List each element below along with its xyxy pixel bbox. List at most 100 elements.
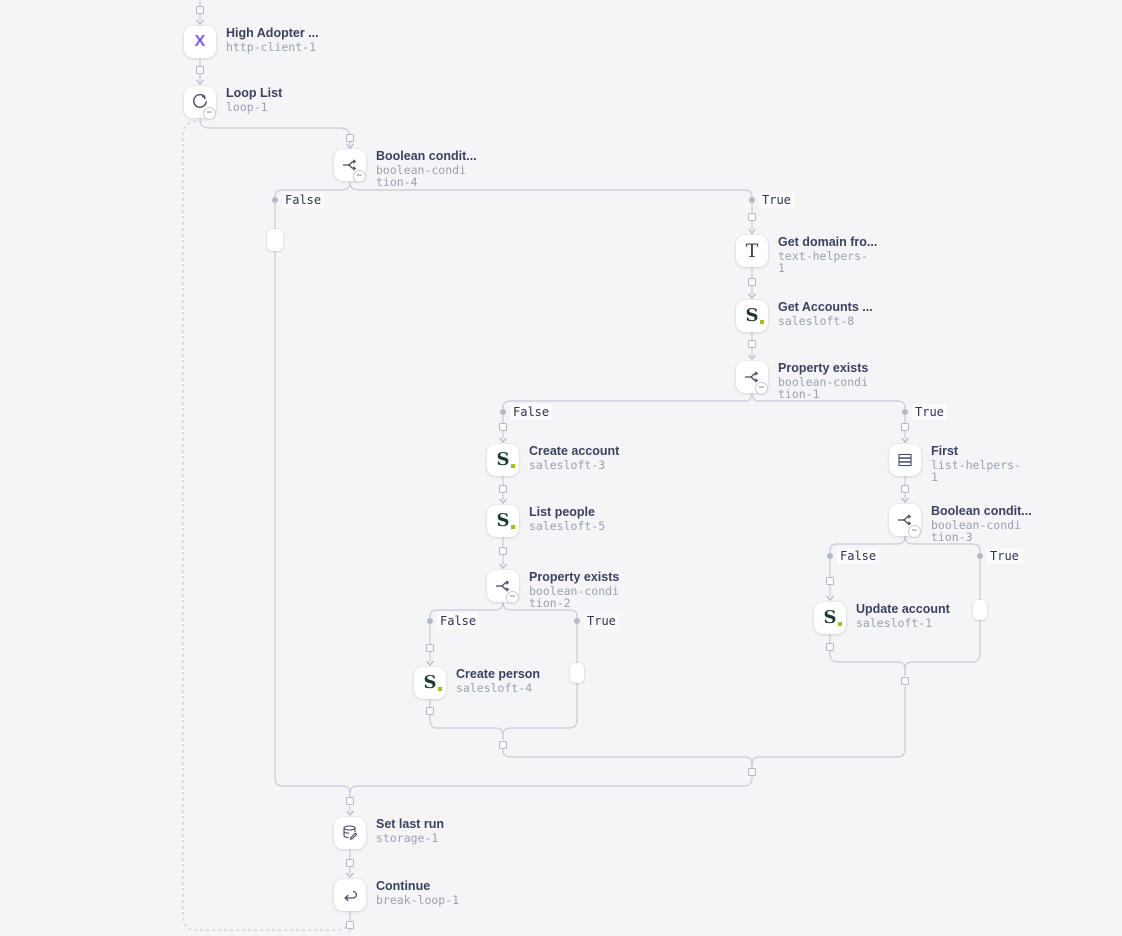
- salesloft-icon: S: [736, 300, 768, 332]
- node-boolean-condition-1[interactable]: − Property exists boolean-condi tion-1: [736, 361, 868, 400]
- add-node-handle[interactable]: [346, 859, 354, 867]
- node-subtitle: loop-1: [226, 100, 268, 114]
- add-node-handle[interactable]: [426, 707, 434, 715]
- salesloft-icon: S: [487, 505, 519, 537]
- branch-label-false: False: [437, 613, 480, 629]
- s-glyph: S: [824, 609, 842, 627]
- collapse-badge[interactable]: −: [506, 591, 519, 604]
- s-glyph: S: [424, 674, 442, 692]
- add-node-handle[interactable]: [499, 485, 507, 493]
- add-node-handle[interactable]: [346, 921, 354, 929]
- add-node-handle[interactable]: [901, 423, 909, 431]
- node-subtitle: salesloft-4: [456, 681, 533, 695]
- collapse-badge[interactable]: −: [353, 170, 366, 183]
- node-subtitle: list-helpers- 1: [931, 458, 1022, 484]
- add-node-handle[interactable]: [901, 485, 909, 493]
- node-title: Loop List: [226, 86, 283, 100]
- node-http-client-1[interactable]: X High Adopter ... http-client-1: [184, 26, 319, 58]
- add-node-handle[interactable]: [346, 134, 354, 142]
- node-salesloft-4[interactable]: S Create person salesloft-4: [414, 667, 540, 699]
- add-node-handle[interactable]: [426, 644, 434, 652]
- salesloft-icon: S: [814, 602, 846, 634]
- salesloft-icon: S: [487, 444, 519, 476]
- branch-label-true: True: [584, 613, 619, 629]
- node-break-loop-1[interactable]: Continue break-loop-1: [334, 879, 459, 911]
- salesloft-dot: [510, 525, 515, 529]
- branch-condition-icon: −: [736, 361, 768, 395]
- loop-icon: −: [184, 86, 216, 120]
- node-salesloft-5[interactable]: S List people salesloft-5: [487, 505, 605, 537]
- node-salesloft-1[interactable]: S Update account salesloft-1: [814, 602, 950, 634]
- node-boolean-condition-2[interactable]: − Property exists boolean-condi tion-2: [487, 570, 619, 609]
- collapse-badge[interactable]: −: [908, 525, 921, 538]
- node-title: High Adopter ...: [226, 26, 319, 40]
- node-subtitle: storage-1: [376, 831, 439, 845]
- node-title: Property exists: [778, 361, 869, 375]
- salesloft-icon: S: [414, 667, 446, 699]
- x-glyph: X: [194, 33, 206, 50]
- branch-label-false: False: [510, 404, 553, 420]
- node-title: Update account: [856, 602, 950, 616]
- collapse-badge[interactable]: −: [203, 107, 216, 120]
- node-title: First: [931, 444, 959, 458]
- node-text-helpers-1[interactable]: T Get domain fro... text-helpers- 1: [736, 235, 877, 274]
- node-title: Create person: [456, 667, 541, 681]
- branch-label-true: True: [759, 192, 794, 208]
- node-title: Continue: [376, 879, 431, 893]
- add-node-handle[interactable]: [499, 547, 507, 555]
- node-loop-1[interactable]: − Loop List loop-1: [184, 86, 283, 120]
- add-node-handle[interactable]: [748, 768, 756, 776]
- node-subtitle: break-loop-1: [376, 893, 460, 907]
- salesloft-dot: [510, 464, 515, 468]
- text-helper-icon: T: [736, 235, 768, 267]
- node-boolean-condition-4[interactable]: − Boolean condit... boolean-condi tion-4: [334, 149, 477, 188]
- add-node-handle[interactable]: [826, 643, 834, 651]
- salesloft-dot: [437, 687, 442, 691]
- node-subtitle: boolean-condi tion-4: [376, 163, 467, 189]
- empty-branch-slot[interactable]: [267, 229, 283, 251]
- node-subtitle: salesloft-5: [529, 519, 606, 533]
- node-subtitle: boolean-condi tion-2: [529, 584, 620, 610]
- node-list-helpers-1[interactable]: First list-helpers- 1: [889, 444, 1021, 483]
- empty-branch-slot[interactable]: [570, 663, 584, 683]
- node-salesloft-3[interactable]: S Create account salesloft-3: [487, 444, 619, 476]
- salesloft-dot: [759, 320, 764, 324]
- branch-dots: [272, 197, 983, 624]
- add-node-handle[interactable]: [499, 423, 507, 431]
- empty-branch-slot[interactable]: [973, 600, 987, 620]
- add-node-handle[interactable]: [196, 6, 204, 14]
- branch-label-true: True: [987, 548, 1022, 564]
- branch-condition-icon: −: [487, 570, 519, 604]
- node-title: Create account: [529, 444, 620, 458]
- branch-condition-icon: −: [334, 149, 366, 183]
- node-title: Get domain fro...: [778, 235, 878, 249]
- node-boolean-condition-3[interactable]: − Boolean condit... boolean-condi tion-3: [889, 504, 1032, 543]
- collapse-badge[interactable]: −: [755, 382, 768, 395]
- branch-label-true: True: [912, 404, 947, 420]
- add-node-handle[interactable]: [748, 278, 756, 286]
- arrowheads: [196, 19, 909, 878]
- database-edit-icon: [334, 817, 366, 849]
- node-title: Property exists: [529, 570, 620, 584]
- s-glyph: S: [746, 307, 764, 325]
- node-subtitle: http-client-1: [226, 40, 317, 54]
- add-node-handle[interactable]: [196, 66, 204, 74]
- node-title: List people: [529, 505, 595, 519]
- node-title: Get Accounts ...: [778, 300, 873, 314]
- node-subtitle: boolean-condi tion-1: [778, 375, 869, 401]
- branch-label-false: False: [282, 192, 325, 208]
- add-node-handle[interactable]: [499, 741, 507, 749]
- branch-condition-icon: −: [889, 504, 921, 538]
- add-node-handle[interactable]: [748, 340, 756, 348]
- add-node-handle[interactable]: [901, 677, 909, 685]
- node-storage-1[interactable]: Set last run storage-1: [334, 817, 444, 849]
- node-subtitle: salesloft-8: [778, 314, 855, 328]
- node-subtitle: salesloft-1: [856, 616, 933, 630]
- node-salesloft-8[interactable]: S Get Accounts ... salesloft-8: [736, 300, 873, 332]
- add-node-handle[interactable]: [346, 797, 354, 805]
- node-title: Boolean condit...: [931, 504, 1032, 518]
- add-node-handle[interactable]: [826, 577, 834, 585]
- salesloft-dot: [837, 622, 842, 626]
- add-node-handle[interactable]: [748, 213, 756, 221]
